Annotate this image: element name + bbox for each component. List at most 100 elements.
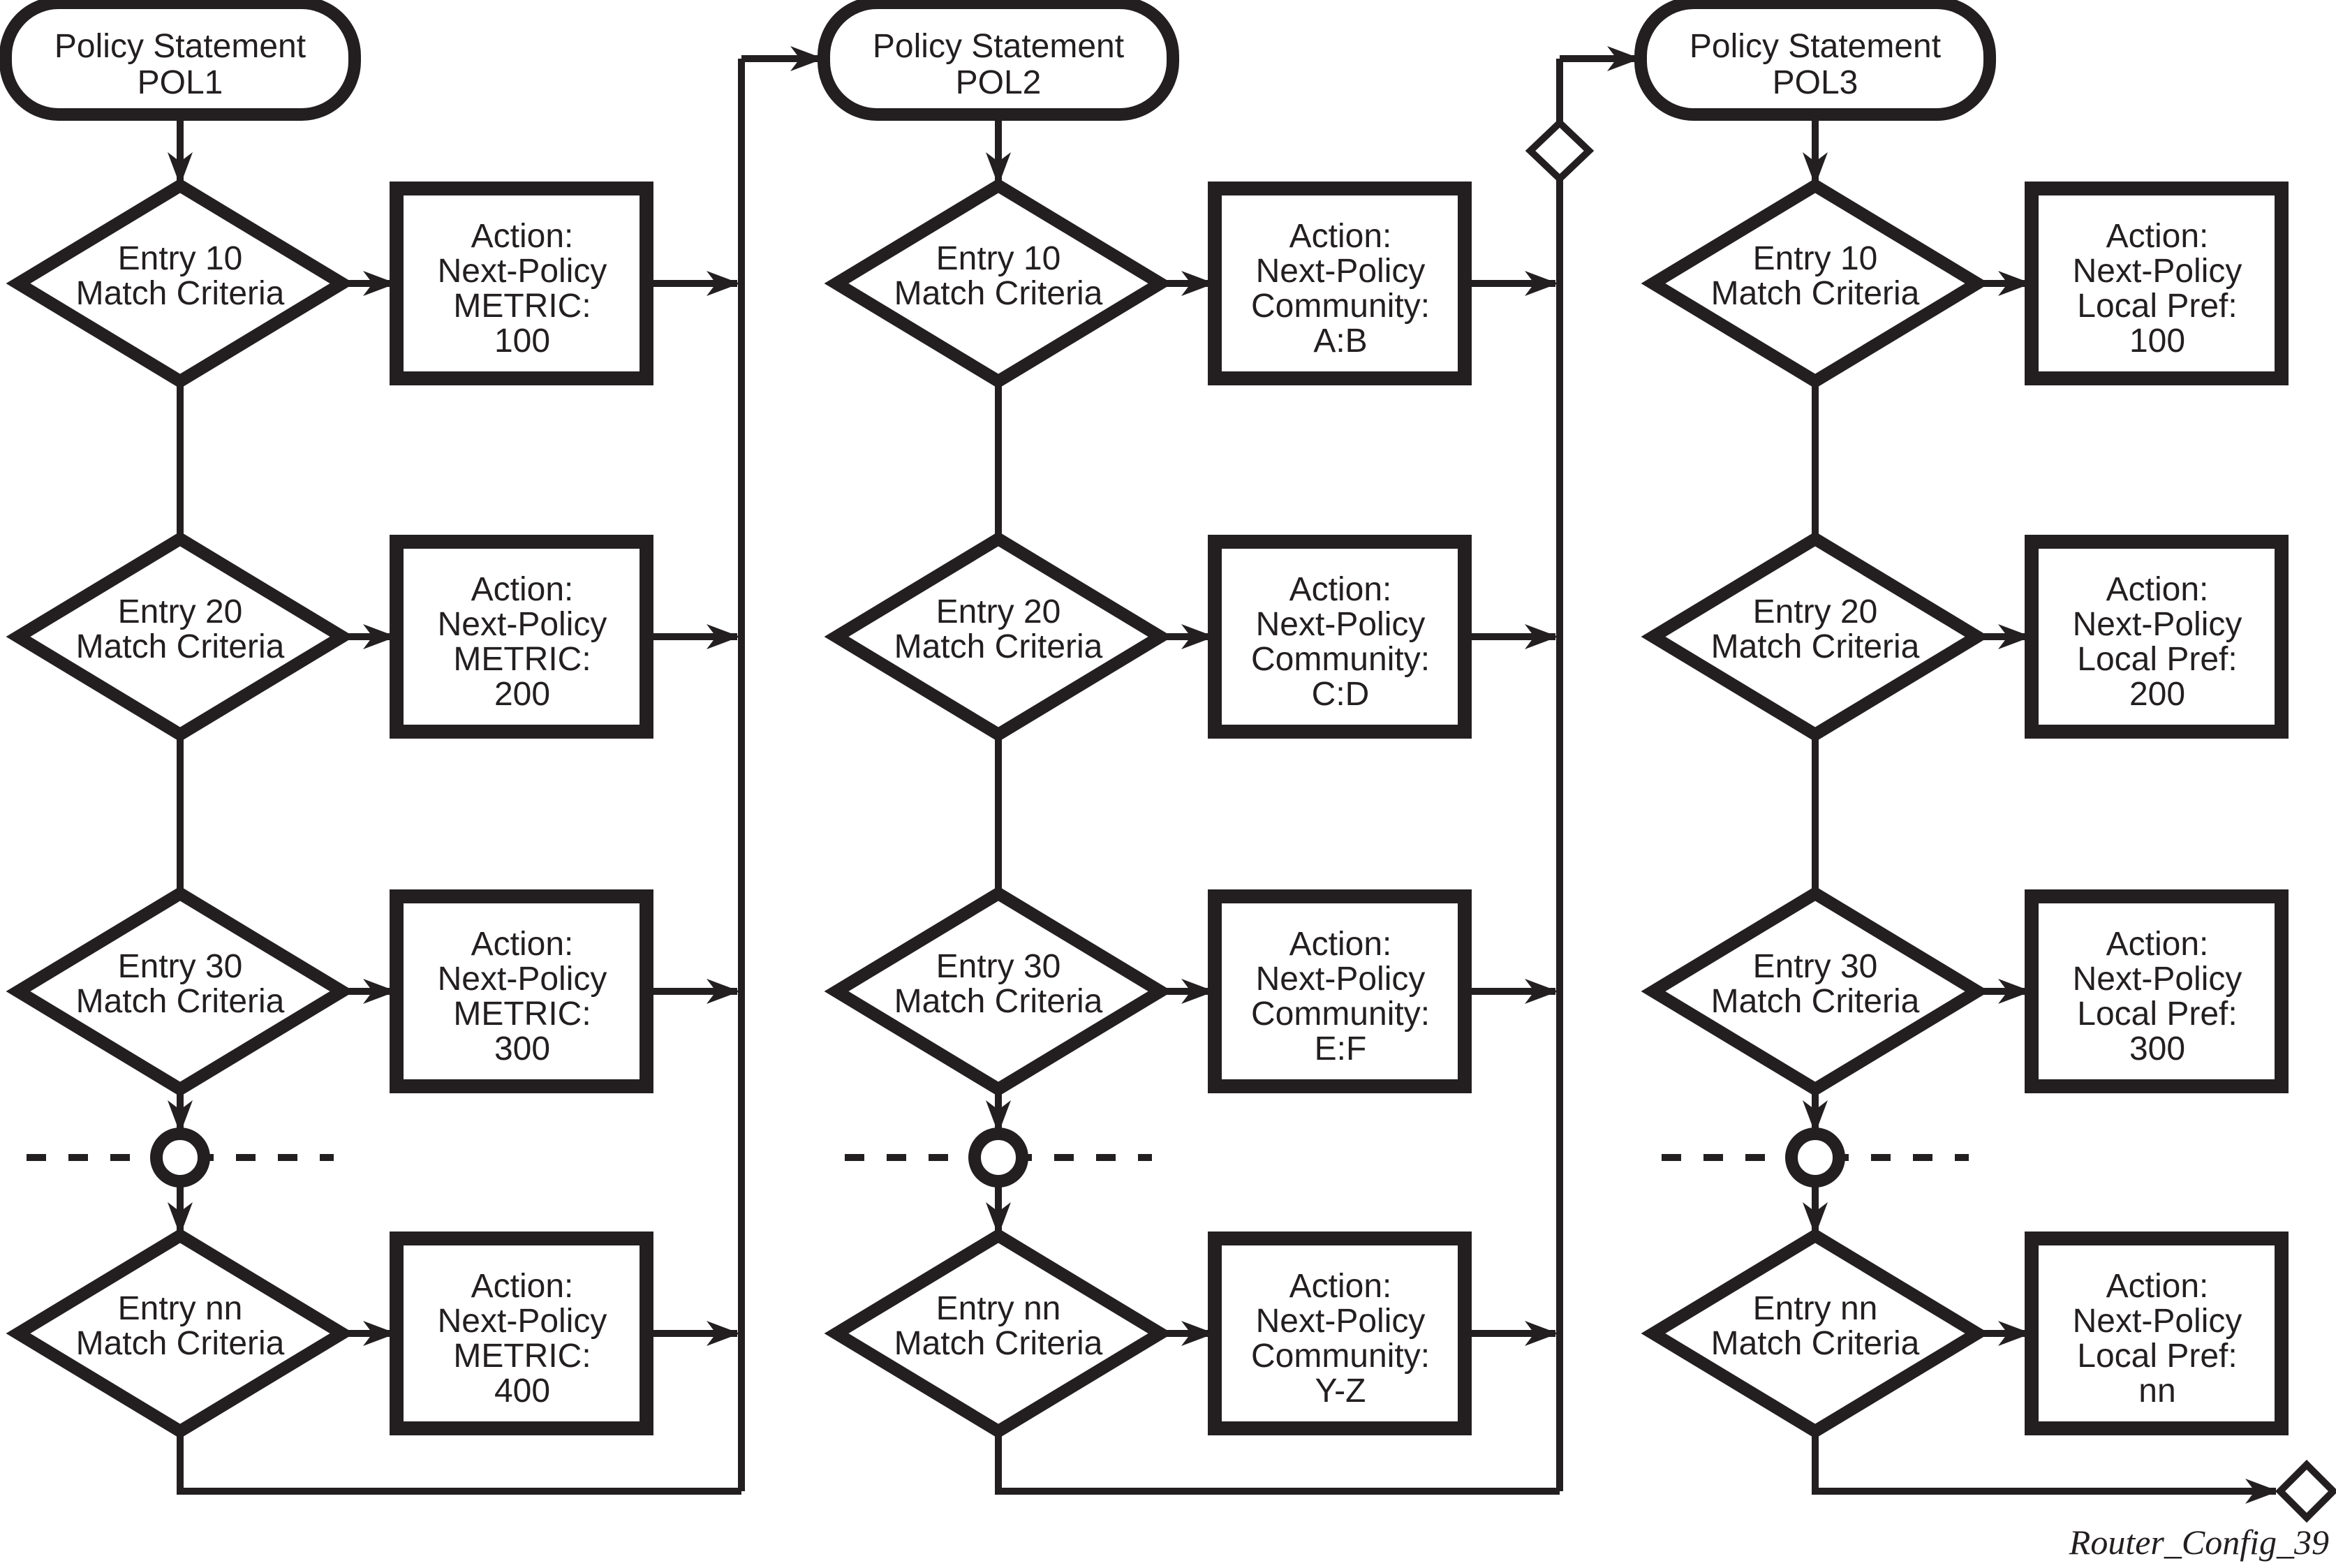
pol3-action20-box — [2025, 535, 2289, 739]
pol2-terminator-label-line2: POL2 — [956, 64, 1042, 101]
pol2-terminator — [818, 0, 1179, 121]
policy-column-pol2: Policy Statement POL2 Entry 10 Match Cri… — [818, 0, 1560, 1495]
connector-pol1-entrynn-bottom-rail — [177, 1431, 741, 1495]
pol2-action10-box — [1208, 182, 1472, 385]
pol2-entrynn-label-line2: Match Criteria — [894, 1325, 1103, 1362]
collector-pol1-to-pol2 — [738, 46, 824, 1491]
pol3-action20-line1: Action: — [2106, 571, 2209, 608]
pol2-action10-line2: Next-Policy — [1256, 253, 1426, 290]
pol1-action20-line4: 200 — [494, 676, 550, 713]
pol1-entry30-decision — [6, 886, 355, 1097]
pol2-action10-line1: Action: — [1289, 218, 1392, 255]
pol3-entry20-label-line2: Match Criteria — [1711, 628, 1920, 665]
pol2-action20-line4: C:D — [1312, 676, 1370, 713]
pol2-entry10-decision — [824, 178, 1173, 389]
continuation-circle-connector-pol3 — [1785, 1127, 1845, 1188]
pol2-action10-line3: Community: — [1251, 288, 1430, 325]
pol2-actionnn-line4: Y-Z — [1315, 1373, 1366, 1410]
collector-pol2-to-pol3 — [1525, 46, 1641, 1491]
pol1-action30-line4: 300 — [494, 1030, 550, 1067]
pol2-entry30-label-line2: Match Criteria — [894, 983, 1103, 1020]
pol1-action10-line4: 100 — [494, 323, 550, 360]
pol1-action20-line2: Next-Policy — [438, 606, 607, 643]
pol1-actionnn-box — [390, 1232, 653, 1435]
pol1-action20-line3: METRIC: — [453, 641, 591, 678]
pol2-entry20-label-line1: Entry 20 — [936, 593, 1061, 630]
pol1-terminator — [0, 0, 361, 121]
pol3-action10-line4: 100 — [2129, 323, 2185, 360]
pol1-action10-box — [390, 182, 653, 385]
pol3-action30-line4: 300 — [2129, 1030, 2185, 1067]
pol3-actionnn-line2: Next-Policy — [2073, 1303, 2242, 1340]
pol2-entry20-label-line2: Match Criteria — [894, 628, 1103, 665]
connector-pol3-entrynn-to-exit — [1812, 1431, 2279, 1504]
figure-caption: Router_Config_39 — [2069, 1523, 2329, 1562]
pol3-actionnn-line4: nn — [2138, 1373, 2175, 1410]
pol2-action20-line3: Community: — [1251, 641, 1430, 678]
pol2-action20-box — [1208, 535, 1472, 739]
pol2-action30-line2: Next-Policy — [1256, 961, 1426, 998]
pol2-action30-line4: E:F — [1315, 1030, 1367, 1067]
pol1-entry20-decision — [6, 531, 355, 742]
pol1-entrynn-decision — [6, 1228, 355, 1439]
pol1-action30-box — [390, 889, 653, 1093]
pol1-entry10-decision — [6, 178, 355, 389]
pol2-entrynn-label-line1: Entry nn — [936, 1290, 1061, 1327]
pol2-entry10-label-line1: Entry 10 — [936, 240, 1061, 277]
pol3-entry30-label-line1: Entry 30 — [1753, 948, 1878, 985]
pol1-entrynn-label-line1: Entry nn — [118, 1290, 243, 1327]
pol2-actionnn-line3: Community: — [1251, 1338, 1430, 1375]
pol3-action20-line2: Next-Policy — [2073, 606, 2242, 643]
pol3-actionnn-box — [2025, 1232, 2289, 1435]
pol1-terminator-label-line1: Policy Statement — [54, 28, 306, 65]
pol1-entry10-label-line1: Entry 10 — [118, 240, 243, 277]
pol1-actionnn-line3: METRIC: — [453, 1338, 591, 1375]
pol1-entry30-label-line2: Match Criteria — [76, 983, 285, 1020]
pol3-entry20-label-line1: Entry 20 — [1753, 593, 1878, 630]
pol3-entrynn-label-line1: Entry nn — [1753, 1290, 1878, 1327]
pol3-terminator-label-line1: Policy Statement — [1690, 28, 1941, 65]
pol2-action30-box — [1208, 889, 1472, 1093]
pol3-actionnn-line1: Action: — [2106, 1268, 2209, 1305]
pol1-action20-box — [390, 535, 653, 739]
pol3-action30-line2: Next-Policy — [2073, 961, 2242, 998]
pol2-entry30-label-line1: Entry 30 — [936, 948, 1061, 985]
off-page-connector-diamond-exit — [2275, 1459, 2336, 1523]
pol3-action30-box — [2025, 889, 2289, 1093]
continuation-circle-connector-pol2 — [968, 1127, 1028, 1188]
connector-pol2-entrynn-bottom-rail — [995, 1431, 1560, 1495]
continuation-circle-connector-pol1 — [150, 1127, 210, 1188]
pol3-action10-box — [2025, 182, 2289, 385]
pol2-entry30-decision — [824, 886, 1173, 1097]
pol3-action30-line3: Local Pref: — [2077, 996, 2237, 1033]
pol1-entrynn-label-line2: Match Criteria — [76, 1325, 285, 1362]
pol3-entry10-label-line2: Match Criteria — [1711, 275, 1920, 312]
pol1-action10-line2: Next-Policy — [438, 253, 607, 290]
pol1-actionnn-line4: 400 — [494, 1373, 550, 1410]
pol1-action20-line1: Action: — [471, 571, 574, 608]
pol1-action30-line1: Action: — [471, 926, 574, 963]
pol3-entry30-decision — [1641, 886, 1990, 1097]
pol2-action20-line1: Action: — [1289, 571, 1392, 608]
pol1-terminator-label-line2: POL1 — [138, 64, 223, 101]
pol3-entrynn-decision — [1641, 1228, 1990, 1439]
pol3-action20-line3: Local Pref: — [2077, 641, 2237, 678]
pol1-action10-line1: Action: — [471, 218, 574, 255]
pol1-entry20-label-line1: Entry 20 — [118, 593, 243, 630]
pol3-actionnn-line3: Local Pref: — [2077, 1338, 2237, 1375]
pol3-entrynn-label-line2: Match Criteria — [1711, 1325, 1920, 1362]
pol1-actionnn-line1: Action: — [471, 1268, 574, 1305]
pol3-action10-line2: Next-Policy — [2073, 253, 2242, 290]
policy-column-pol3: Policy Statement POL3 Entry 10 Match Cri… — [1634, 0, 2289, 1504]
pol1-entry20-label-line2: Match Criteria — [76, 628, 285, 665]
pol1-action10-line3: METRIC: — [453, 288, 591, 325]
pol2-terminator-label-line1: Policy Statement — [873, 28, 1124, 65]
pol2-action20-line2: Next-Policy — [1256, 606, 1426, 643]
pol3-terminator — [1634, 0, 1996, 121]
pol1-entry10-label-line2: Match Criteria — [76, 275, 285, 312]
pol1-entry30-label-line1: Entry 30 — [118, 948, 243, 985]
pol2-entrynn-decision — [824, 1228, 1173, 1439]
pol2-entry10-label-line2: Match Criteria — [894, 275, 1103, 312]
pol2-entry20-decision — [824, 531, 1173, 742]
